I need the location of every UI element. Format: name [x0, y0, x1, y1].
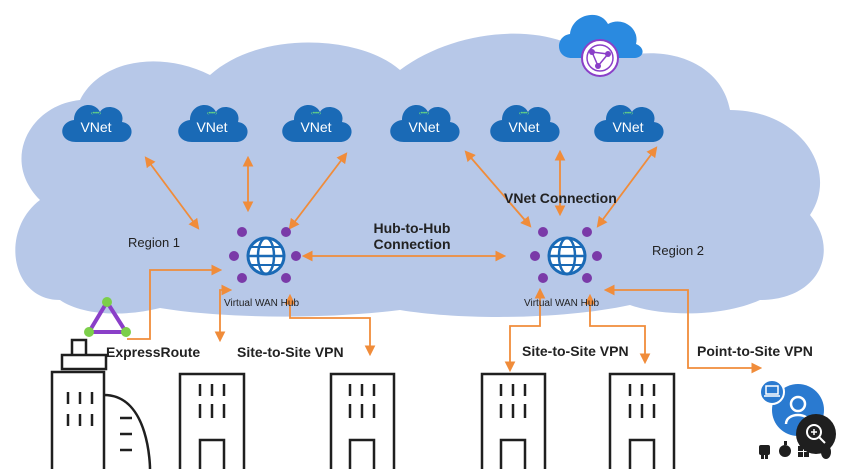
globe-hub-icon: [229, 227, 301, 283]
azure-region-cloud: [15, 33, 824, 317]
vnet-connection-arrows: [127, 146, 763, 374]
vnet-label: VNet: [612, 119, 644, 135]
vnet-label: VNet: [300, 119, 332, 135]
vnet-label: VNet: [80, 119, 112, 135]
s2s-right-label: Site-to-Site VPN: [522, 343, 629, 359]
vnet-connection-label: VNet Connection: [504, 190, 617, 206]
zoom-in-icon[interactable]: [796, 414, 836, 454]
windows-icon: [798, 446, 809, 457]
branch-building-icon: [178, 372, 246, 469]
laptop-icon: [759, 379, 785, 405]
globe-hub-icon: [530, 227, 602, 283]
region-1-label: Region 1: [128, 235, 181, 250]
hub-to-hub-line2: Connection: [373, 236, 451, 252]
branch-building-icon: [329, 372, 396, 469]
vnet-label: VNet: [508, 119, 540, 135]
azure-virtual-wan-icon: [558, 14, 643, 77]
branch-building-icon: [608, 372, 676, 469]
expressroute-label: ExpressRoute: [106, 344, 201, 360]
region-2-label: Region 2: [652, 243, 705, 258]
vnet-label: VNet: [196, 119, 228, 135]
apple-icon: [779, 441, 791, 457]
s2s-left-label: Site-to-Site VPN: [237, 344, 344, 360]
hub-2-label: Virtual WAN Hub: [524, 298, 600, 309]
hub-1-label: Virtual WAN Hub: [224, 298, 300, 309]
expressroute-icon: [84, 297, 131, 337]
office-building-icon: [50, 338, 152, 469]
android-icon: [759, 445, 770, 459]
hub-to-hub-line1: Hub-to-Hub: [373, 220, 451, 236]
branch-building-icon: [480, 372, 547, 469]
linux-icon: [821, 445, 831, 459]
hub-to-hub-label: Hub-to-Hub Connection: [362, 220, 462, 252]
vnet-label: VNet: [408, 119, 440, 135]
p2s-label: Point-to-Site VPN: [697, 343, 813, 359]
